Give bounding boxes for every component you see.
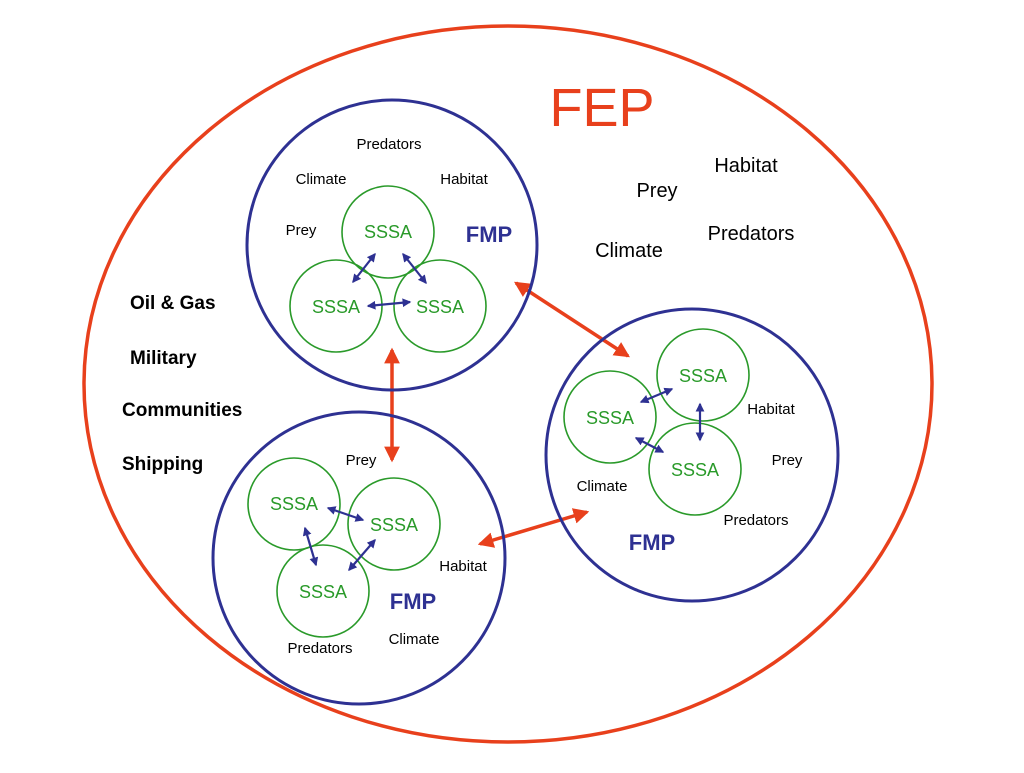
fmp-right-label: FMP	[629, 530, 675, 555]
fmp-bottom-label-predators: Predators	[287, 640, 352, 657]
fep-boundary	[82, 24, 934, 744]
sssa-circle	[341, 185, 435, 279]
sssa-link	[326, 506, 365, 522]
sssa-link	[402, 252, 427, 285]
sssa-label: SSSA	[416, 297, 464, 317]
fmp-top-label-habitat: Habitat	[440, 171, 488, 188]
fep-label-habitat: Habitat	[714, 155, 778, 177]
fmp-bottom-boundary	[211, 410, 507, 706]
fep-label-predators: Predators	[708, 223, 795, 245]
fmp-bottom-label: FMP	[390, 589, 436, 614]
sssa-link	[634, 437, 665, 453]
sssa-label: SSSA	[312, 297, 360, 317]
sssa-circle	[247, 457, 341, 551]
fep-title: FEP	[549, 78, 654, 138]
sssa-circle	[276, 544, 370, 638]
fmp-bottom-label-climate: Climate	[389, 631, 440, 648]
fmp-right: FMP Habitat Prey Climate Predators SSSA …	[544, 307, 840, 603]
fmp-right-boundary	[544, 307, 840, 603]
fep-label-prey: Prey	[636, 180, 677, 202]
fmp-right-label-prey: Prey	[772, 452, 803, 469]
sssa-link	[302, 526, 319, 567]
fmp-top: FMP Predators Climate Habitat Prey SSSA …	[245, 98, 539, 392]
sssa-label: SSSA	[364, 222, 412, 242]
link-bottom-right	[477, 508, 590, 548]
sssa-circle	[563, 370, 657, 464]
fmp-right-label-climate: Climate	[577, 478, 628, 495]
fmp-right-label-predators: Predators	[723, 512, 788, 529]
fep-label-climate: Climate	[595, 240, 663, 262]
side-item-shipping: Shipping	[122, 454, 203, 475]
sssa-label: SSSA	[671, 460, 719, 480]
sssa-circle	[648, 422, 742, 516]
fmp-right-label-habitat: Habitat	[747, 401, 795, 418]
sssa-label: SSSA	[679, 366, 727, 386]
fmp-top-label-prey: Prey	[286, 222, 317, 239]
side-item-communities: Communities	[122, 400, 242, 421]
sssa-label: SSSA	[586, 408, 634, 428]
fmp-bottom: FMP Prey Habitat Predators Climate SSSA …	[211, 410, 507, 706]
link-top-right	[514, 281, 630, 358]
fmp-top-boundary	[245, 98, 539, 392]
sssa-link	[366, 298, 412, 310]
fmp-bottom-label-prey: Prey	[346, 452, 377, 469]
sssa-link	[639, 387, 674, 404]
fmp-bottom-label-habitat: Habitat	[439, 558, 487, 575]
fmp-top-label: FMP	[466, 222, 512, 247]
sssa-link	[348, 539, 376, 571]
sssa-circle	[347, 477, 441, 571]
sssa-label: SSSA	[370, 515, 418, 535]
fmp-top-label-predators: Predators	[356, 136, 421, 153]
sssa-link	[352, 252, 376, 284]
sssa-label: SSSA	[270, 494, 318, 514]
side-item-oil-gas: Oil & Gas	[130, 293, 216, 314]
fmp-top-label-climate: Climate	[296, 171, 347, 188]
side-item-military: Military	[130, 348, 197, 369]
sssa-label: SSSA	[299, 582, 347, 602]
